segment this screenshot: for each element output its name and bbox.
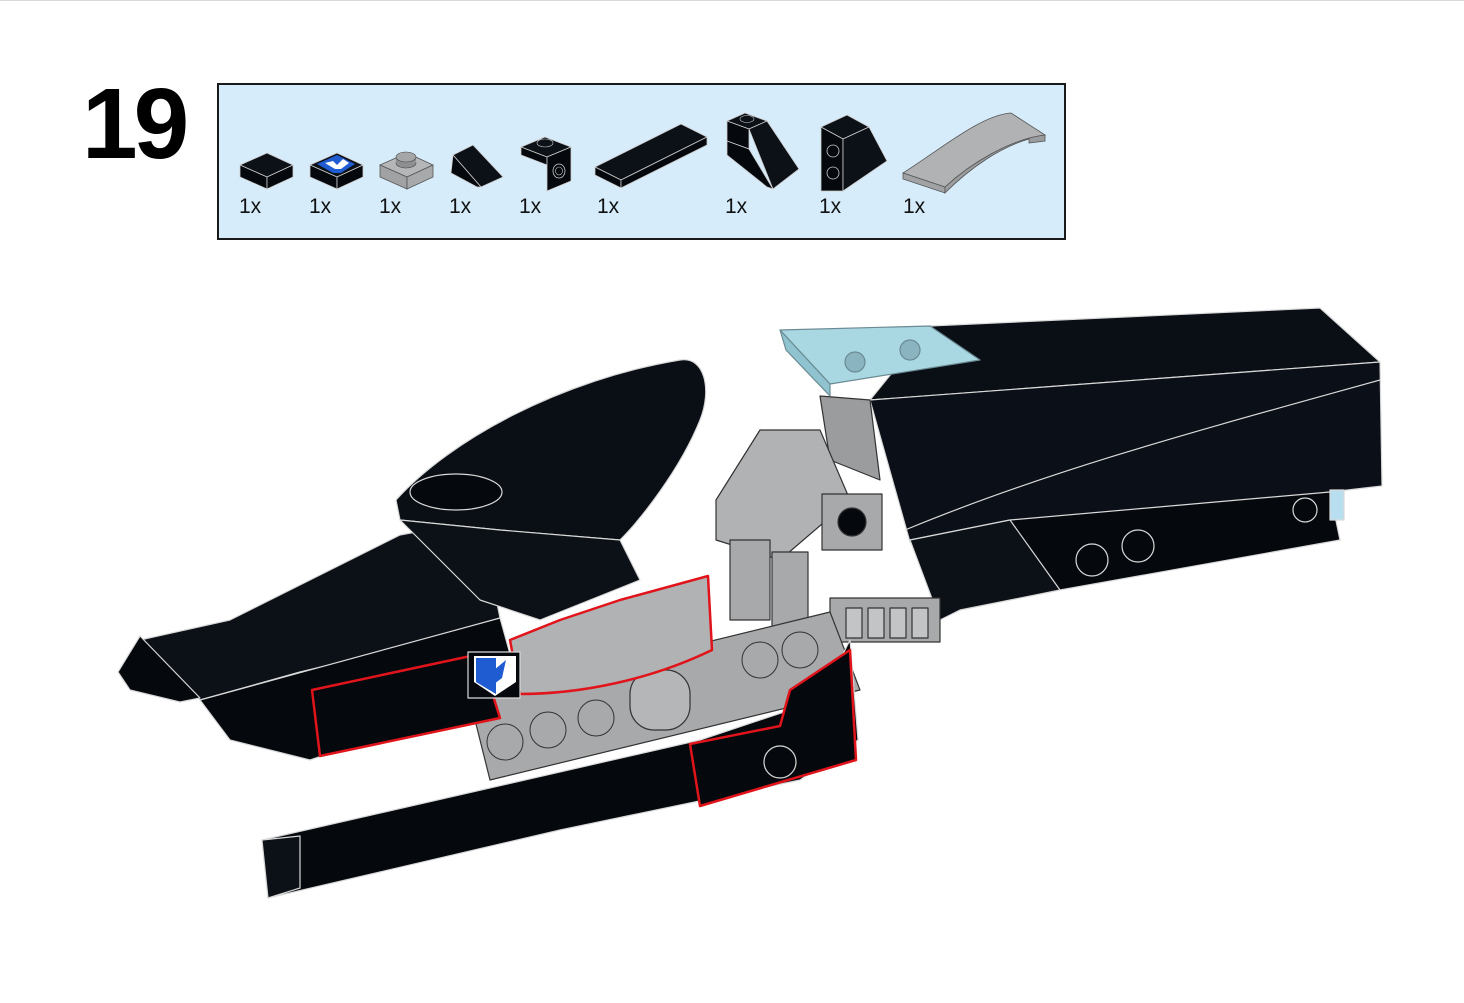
canopy-stud — [844, 351, 866, 373]
nose-tip — [117, 635, 201, 703]
part-qty: 1x — [725, 195, 748, 218]
core-grey-pillar — [729, 539, 771, 621]
part-qty: 1x — [597, 195, 620, 218]
black-slope-studs-icon — [820, 114, 888, 192]
hull-stud — [763, 745, 797, 779]
part-qty: 1x — [903, 195, 926, 218]
new-grey-curved-slope — [508, 574, 714, 696]
fin-lower — [399, 519, 641, 621]
new-black-slope — [688, 648, 858, 808]
canopy-stud — [899, 339, 921, 361]
core-grey-back — [819, 395, 881, 481]
parts-callout: 1x 1x 1x 1x — [217, 83, 1066, 240]
black-bracket-icon — [519, 136, 573, 192]
lower-hull-tip — [261, 835, 301, 899]
fin-axle-hole — [409, 473, 503, 511]
model-body — [117, 307, 1383, 899]
step-number: 19 — [82, 68, 189, 180]
new-black-tile-1x4 — [310, 652, 502, 758]
part-qty: 1x — [309, 195, 332, 218]
rear-stud — [1292, 497, 1318, 523]
technic-connector — [629, 669, 691, 731]
core-pin-hole — [837, 507, 867, 537]
part-qty: 1x — [239, 195, 262, 218]
front-fin — [395, 359, 707, 541]
black-tile-1x1-icon — [239, 152, 294, 190]
part-qty: 1x — [519, 195, 542, 218]
grey-curved-slope-icon — [902, 112, 1047, 194]
black-tile-1x4-icon — [594, 123, 708, 189]
eagle-shield-tile — [467, 651, 521, 699]
black-slope-1x1-icon — [450, 144, 504, 188]
rear-trans-light — [1329, 489, 1345, 521]
rear-stud — [1121, 529, 1155, 563]
lower-hull — [261, 639, 859, 899]
eagle-print-tile-icon — [309, 152, 364, 190]
page-top-border — [0, 0, 1464, 1]
part-qty: 1x — [379, 195, 402, 218]
grey-plate-1x1-icon — [379, 151, 434, 190]
rear-wedge-curve — [904, 379, 1381, 531]
part-qty: 1x — [819, 195, 842, 218]
core-grey-block — [821, 493, 883, 551]
part-qty: 1x — [449, 195, 472, 218]
rear-stud — [1075, 543, 1109, 577]
black-slope-2x1-icon — [725, 112, 800, 190]
canopy-front — [779, 329, 831, 397]
